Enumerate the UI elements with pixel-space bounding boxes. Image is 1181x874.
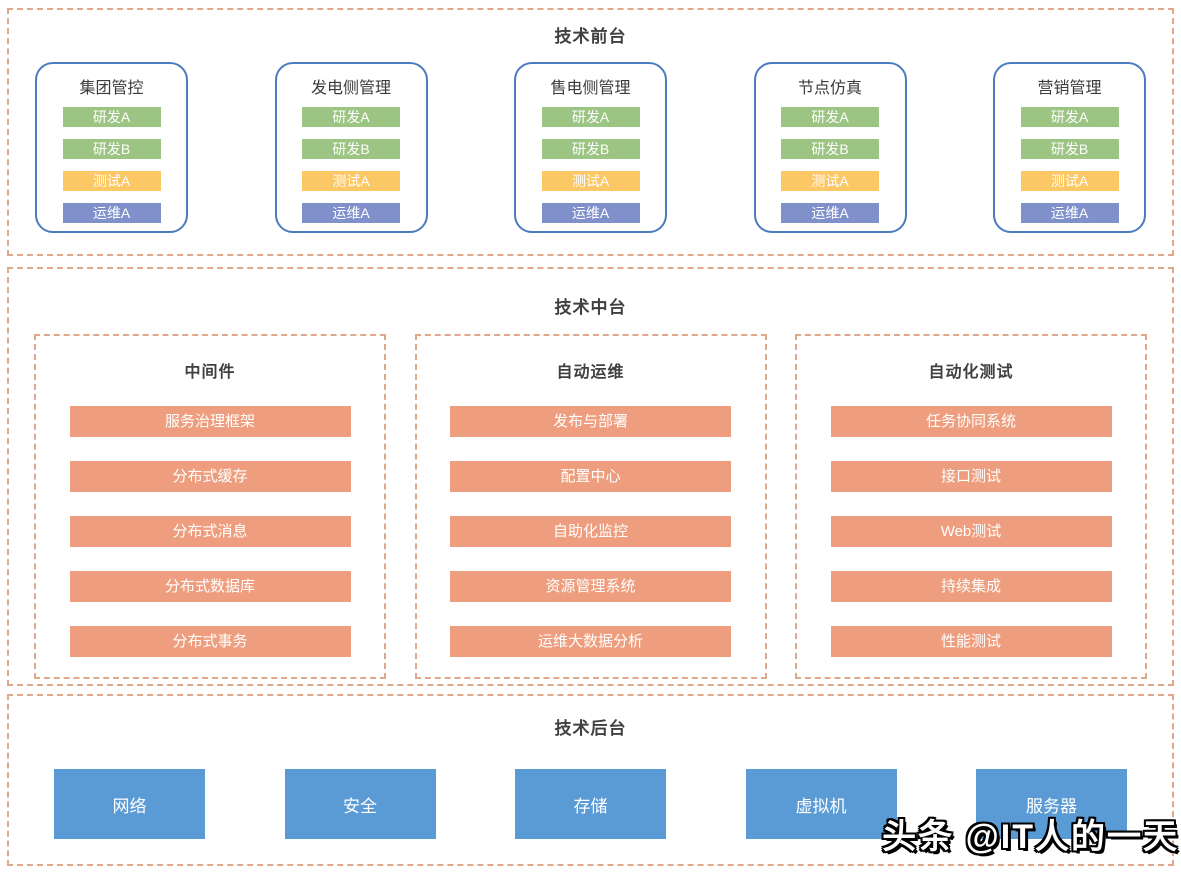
- middle-col-auto-ops: 自动运维 发布与部署 配置中心 自助化监控 资源管理系统 运维大数据分析: [414, 334, 767, 679]
- capability-bar: 分布式数据库: [69, 571, 351, 602]
- middle-col-middleware: 中间件 服务治理框架 分布式缓存 分布式消息 分布式数据库 分布式事务: [34, 334, 386, 679]
- middle-col-title: 中间件: [184, 364, 236, 381]
- back-box-storage: 存储: [515, 769, 666, 839]
- team-chip-dev-a: 研发A: [541, 107, 640, 127]
- capability-bar: 配置中心: [450, 461, 731, 492]
- capability-bar: 运维大数据分析: [450, 626, 731, 657]
- team-chip-dev-b: 研发B: [781, 139, 879, 159]
- front-box-node-simulation: 节点仿真 研发A 研发B 测试A 运维A: [753, 62, 907, 233]
- watermark-text: 头条 @IT人的一天: [882, 818, 1179, 856]
- team-chip-dev-a: 研发A: [1020, 107, 1119, 127]
- capability-bar: 服务治理框架: [69, 406, 351, 437]
- front-box-generation-side: 发电侧管理 研发A 研发B 测试A 运维A: [274, 62, 428, 233]
- front-box-group-control: 集团管控 研发A 研发B 测试A 运维A: [35, 62, 188, 233]
- back-box-vm: 虚拟机: [745, 769, 897, 839]
- capability-bar: 发布与部署: [450, 406, 731, 437]
- back-box-network: 网络: [54, 769, 205, 839]
- team-chip-dev-a: 研发A: [62, 107, 161, 127]
- team-chip-test-a: 测试A: [302, 171, 400, 191]
- team-chip-ops-a: 运维A: [781, 203, 879, 223]
- section-tech-frontend: 技术前台 集团管控 研发A 研发B 测试A 运维A 发电侧管理 研发A 研发B …: [7, 8, 1174, 256]
- capability-bar: 资源管理系统: [450, 571, 731, 602]
- front-box-title: 售电侧管理: [550, 80, 631, 97]
- capability-bar: 任务协同系统: [830, 406, 1112, 437]
- team-chip-dev-b: 研发B: [302, 139, 400, 159]
- front-box-row: 集团管控 研发A 研发B 测试A 运维A 发电侧管理 研发A 研发B 测试A 运…: [9, 62, 1172, 233]
- team-chip-dev-a: 研发A: [302, 107, 400, 127]
- team-chip-dev-b: 研发B: [62, 139, 161, 159]
- team-chip-ops-a: 运维A: [302, 203, 400, 223]
- section-tech-backend: 技术后台 网络 安全 存储 虚拟机 服务器: [7, 694, 1174, 866]
- back-box-security: 安全: [284, 769, 436, 839]
- team-chip-dev-b: 研发B: [541, 139, 640, 159]
- middle-column-row: 中间件 服务治理框架 分布式缓存 分布式消息 分布式数据库 分布式事务 自动运维…: [9, 334, 1172, 679]
- team-chip-test-a: 测试A: [781, 171, 879, 191]
- section-tech-middle: 技术中台 中间件 服务治理框架 分布式缓存 分布式消息 分布式数据库 分布式事务…: [7, 267, 1174, 686]
- capability-bar: 自助化监控: [450, 516, 731, 547]
- front-box-title: 集团管控: [79, 80, 144, 97]
- section-title-frontend: 技术前台: [554, 27, 627, 46]
- section-title-backend: 技术后台: [554, 719, 627, 738]
- capability-bar: 性能测试: [830, 626, 1112, 657]
- capability-bar: 持续集成: [830, 571, 1112, 602]
- team-chip-ops-a: 运维A: [541, 203, 640, 223]
- team-chip-test-a: 测试A: [62, 171, 161, 191]
- team-chip-ops-a: 运维A: [1020, 203, 1119, 223]
- middle-col-title: 自动运维: [556, 364, 625, 381]
- front-box-title: 节点仿真: [797, 80, 862, 97]
- front-box-marketing: 营销管理 研发A 研发B 测试A 运维A: [993, 62, 1146, 233]
- back-box-row: 网络 安全 存储 虚拟机 服务器: [9, 769, 1172, 839]
- capability-bar: 接口测试: [830, 461, 1112, 492]
- front-box-title: 营销管理: [1037, 80, 1102, 97]
- team-chip-ops-a: 运维A: [62, 203, 161, 223]
- front-box-sales-side: 售电侧管理 研发A 研发B 测试A 运维A: [514, 62, 667, 233]
- capability-bar: Web测试: [830, 516, 1112, 547]
- middle-col-title: 自动化测试: [928, 364, 1014, 381]
- middle-col-auto-testing: 自动化测试 任务协同系统 接口测试 Web测试 持续集成 性能测试: [795, 334, 1147, 679]
- team-chip-test-a: 测试A: [541, 171, 640, 191]
- team-chip-dev-b: 研发B: [1020, 139, 1119, 159]
- section-title-middle: 技术中台: [554, 298, 627, 317]
- capability-bar: 分布式缓存: [69, 461, 351, 492]
- team-chip-test-a: 测试A: [1020, 171, 1119, 191]
- team-chip-dev-a: 研发A: [781, 107, 879, 127]
- capability-bar: 分布式事务: [69, 626, 351, 657]
- front-box-title: 发电侧管理: [310, 80, 391, 97]
- capability-bar: 分布式消息: [69, 516, 351, 547]
- back-box-server: 服务器: [976, 769, 1127, 839]
